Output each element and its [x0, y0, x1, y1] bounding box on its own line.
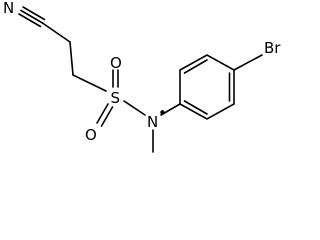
- oxygen-top-label: O: [110, 54, 122, 72]
- bond-n-to-ring: [160, 103, 181, 116]
- chemical-structure: N S O O N • Br: [3, 0, 281, 153]
- bond-ch2-to-ch2: [69, 41, 74, 76]
- sulfonyl-double-bond-bottom: [96, 103, 114, 127]
- bond-sulfur-to-n: [123, 100, 146, 116]
- nitrile-nitrogen-label: N: [3, 0, 14, 17]
- sulfur-label: S: [111, 89, 121, 107]
- bond-ring-to-bromine: [233, 54, 263, 71]
- nitrile-triple-bond: [18, 6, 46, 28]
- amine-nitrogen-label: N: [147, 113, 158, 131]
- bond-ch2-to-sulfur: [72, 74, 107, 92]
- sulfonyl-double-bond-top: [112, 69, 119, 88]
- radical-dot: •: [158, 104, 167, 122]
- oxygen-bottom-label: O: [85, 126, 97, 144]
- bond-nitrile-c-to-ch2: [41, 22, 71, 43]
- bromine-label: Br: [264, 39, 281, 57]
- benzene-ring: [179, 54, 235, 120]
